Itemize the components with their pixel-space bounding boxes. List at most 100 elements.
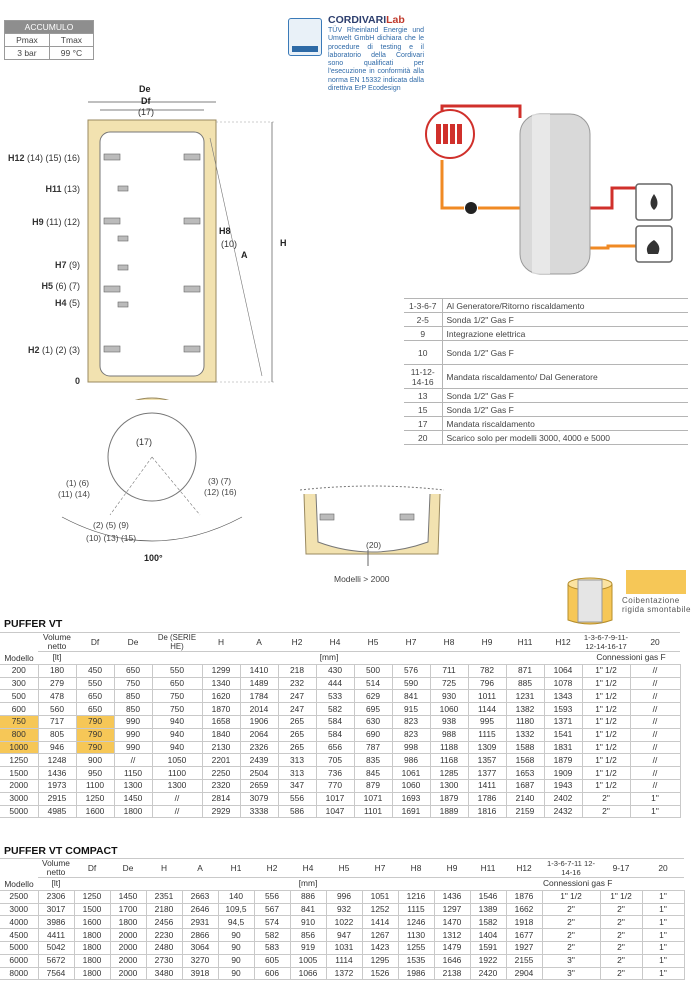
- table-cell: 1011: [467, 689, 507, 704]
- c-col-h4: H4: [290, 858, 326, 878]
- c-col-9-17: 9-17: [600, 858, 642, 878]
- table-cell: 1": [629, 804, 681, 819]
- table-cell: 90: [217, 966, 255, 981]
- table-cell: 1582: [469, 915, 507, 930]
- table-cell: 574: [253, 915, 291, 930]
- table-cell: 2250: [201, 766, 241, 780]
- table-cell: 1130: [397, 928, 435, 942]
- height-label-0: 0: [74, 376, 80, 386]
- table-cell: 1216: [397, 889, 435, 904]
- detail-caption: Modelli > 2000: [334, 574, 390, 584]
- table-cell: 1031: [325, 940, 363, 955]
- table-cell: 850: [113, 689, 153, 704]
- height-label-h11: H11 (13): [45, 184, 80, 194]
- table-cell: 313: [277, 766, 317, 780]
- tuv-certification-logo: [288, 18, 322, 56]
- accumulo-header-tmax: Tmax: [48, 33, 95, 47]
- c-unit-conn: Connessioni gas F: [542, 877, 684, 891]
- table-cell: 3918: [181, 966, 219, 981]
- col-h11: H11: [506, 632, 544, 652]
- table-cell: 500: [353, 663, 393, 678]
- table-cell: 910: [289, 915, 327, 930]
- dim-de: De: [139, 84, 151, 94]
- table-cell: 1662: [505, 902, 543, 917]
- table-cell: 2138: [433, 966, 471, 981]
- table-cell: //: [151, 791, 203, 806]
- table-cell: 1300: [151, 778, 203, 793]
- table-cell: 1423: [361, 940, 399, 955]
- table-cell: 1" 1/2: [581, 689, 631, 704]
- table-cell: 2000: [109, 940, 147, 955]
- table-cell: 1870: [201, 702, 241, 716]
- table-cell: 450: [75, 663, 115, 678]
- table-cell: 1593: [543, 702, 583, 716]
- table-cell: 90: [217, 953, 255, 968]
- height-label-h4: H4 (5): [54, 298, 80, 308]
- plan-label-bottom2: (10) (13) (15): [86, 533, 137, 543]
- table-cell: 1922: [469, 953, 507, 968]
- table-cell: 1800: [73, 928, 111, 942]
- table-cell: 2000: [109, 953, 147, 968]
- plan-label-17: (17): [136, 437, 153, 447]
- table-cell: 550: [75, 676, 115, 691]
- table-cell: 1": [641, 915, 685, 930]
- table-cell: 582: [253, 928, 291, 942]
- table-cell: 1879: [429, 791, 469, 806]
- puffer-vt-compact-header-row: Modello Volume netto Df De H A H1 H2 H4 …: [0, 858, 684, 891]
- table-cell: 582: [315, 702, 355, 716]
- table-cell: 871: [505, 663, 545, 678]
- table-cell: 1357: [467, 753, 507, 768]
- table-cell: 990: [113, 740, 153, 755]
- col-a: A: [240, 632, 278, 652]
- table-cell: 1" 1/2: [581, 727, 631, 742]
- table-cell: 140: [217, 889, 255, 904]
- table-cell: 1188: [429, 740, 469, 755]
- table-cell: 1906: [239, 714, 279, 729]
- table-cell: 1700: [109, 902, 147, 917]
- table-cell: 850: [113, 702, 153, 716]
- table-cell: 1" 1/2: [581, 766, 631, 780]
- table-cell: 2504: [239, 766, 279, 780]
- table-cell: 1800: [109, 915, 147, 930]
- table-cell: 218: [277, 663, 317, 678]
- table-cell: 1250: [0, 753, 39, 768]
- table-cell: //: [629, 740, 681, 755]
- plan-label-right1: (3) (7): [208, 476, 232, 486]
- table-cell: 586: [277, 804, 317, 819]
- col-volume: Volume netto: [38, 632, 76, 652]
- c-col-h8: H8: [398, 858, 434, 878]
- puffer-vt-table-wrap: Modello Volume netto Df De De (SERIE HE)…: [0, 632, 700, 819]
- table-cell: 550: [151, 663, 203, 678]
- table-cell: 556: [277, 791, 317, 806]
- c-col-h2: H2: [254, 858, 290, 878]
- puffer-vt-title: PUFFER VT: [4, 618, 63, 630]
- table-cell: 478: [37, 689, 77, 704]
- table-cell: 841: [391, 689, 431, 704]
- table-cell: 1": [641, 902, 685, 917]
- table-cell: 247: [277, 702, 317, 716]
- table-cell: 2480: [145, 940, 183, 955]
- table-cell: 940: [151, 740, 203, 755]
- table-cell: 1382: [505, 702, 545, 716]
- table-cell: 430: [315, 663, 355, 678]
- table-cell: 630: [353, 714, 393, 729]
- certification-text: TÜV Rheinland Energie und Umwelt GmbH di…: [328, 27, 424, 93]
- table-cell: 1436: [433, 889, 471, 904]
- table-cell: 1000: [0, 740, 39, 755]
- table-cell: 3017: [37, 902, 75, 917]
- table-cell: 650: [75, 702, 115, 716]
- table-cell: 2": [599, 966, 643, 981]
- table-cell: 2": [541, 928, 601, 942]
- table-cell: 3000: [0, 791, 39, 806]
- table-cell: 1693: [391, 791, 431, 806]
- table-cell: 90: [217, 928, 255, 942]
- unit-conn: Connessioni gas F: [582, 651, 680, 665]
- plan-label-left2: (11) (14): [58, 489, 90, 499]
